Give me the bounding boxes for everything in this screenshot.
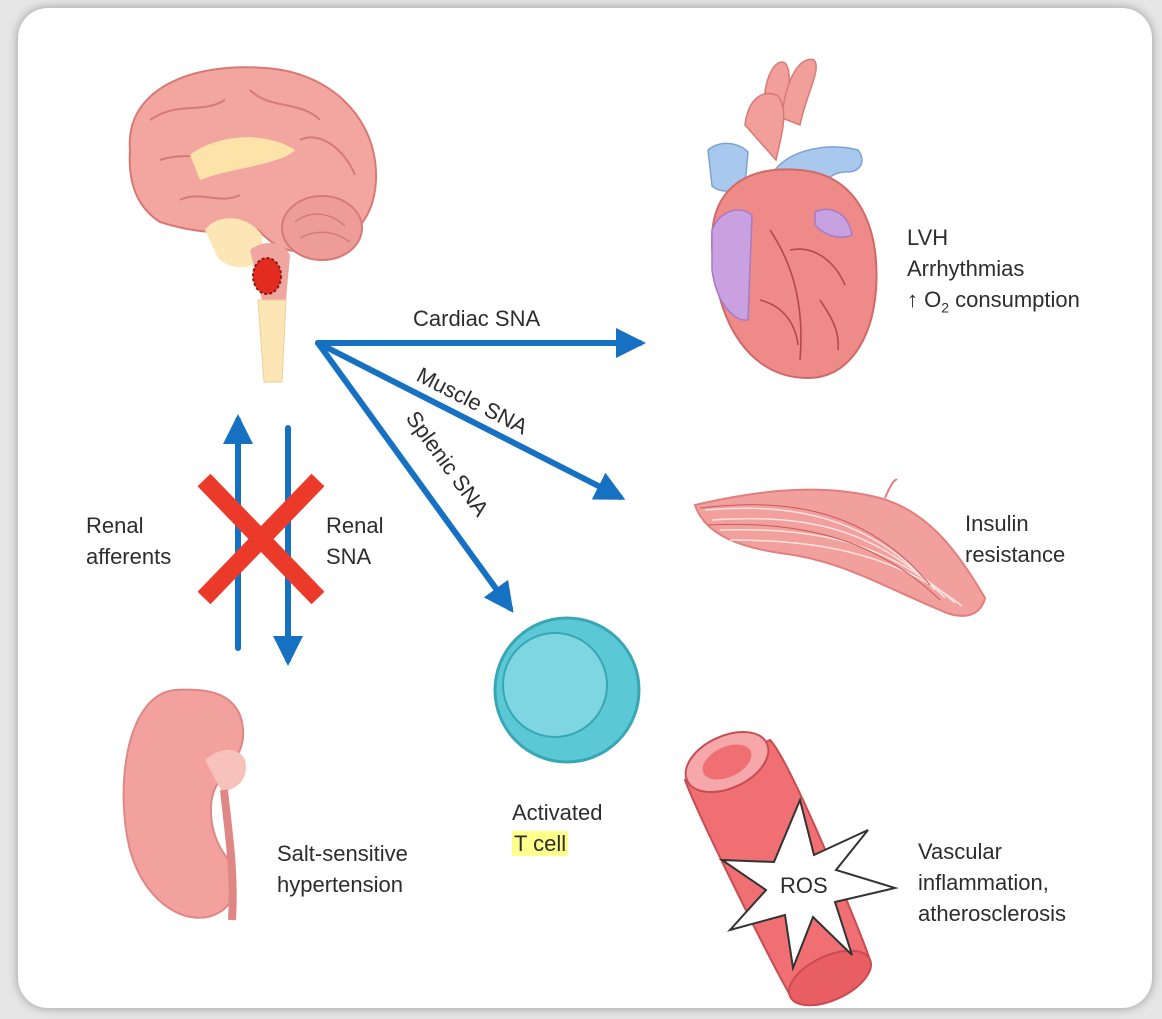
- renal-afferents-label: Renal afferents: [86, 510, 171, 572]
- kidney-outcome-label: Salt-sensitive hypertension: [277, 838, 408, 900]
- vessel-illustration: [676, 720, 895, 1017]
- renal-sna-label: Renal SNA: [326, 510, 383, 572]
- heart-illustration: [708, 59, 876, 378]
- muscle-illustration: [695, 480, 985, 616]
- heart-outcomes-label: LVH Arrhythmias ↑ O2 consumption: [907, 222, 1080, 323]
- kidney-illustration: [124, 690, 246, 920]
- denervation-cross: [204, 480, 318, 598]
- o2-consumption-line: ↑ O2 consumption: [907, 284, 1080, 323]
- cardiac-sna-label: Cardiac SNA: [413, 306, 540, 331]
- t-cell-illustration: [495, 618, 639, 762]
- ros-label: ROS: [780, 873, 828, 898]
- vessel-outcome-label: Vascular inflammation, atherosclerosis: [918, 836, 1066, 929]
- brain-illustration: [130, 67, 376, 382]
- t-cell-highlight: T cell: [512, 831, 568, 856]
- t-cell-label: Activated T cell: [512, 797, 603, 859]
- muscle-outcome-label: Insulin resistance: [965, 508, 1065, 570]
